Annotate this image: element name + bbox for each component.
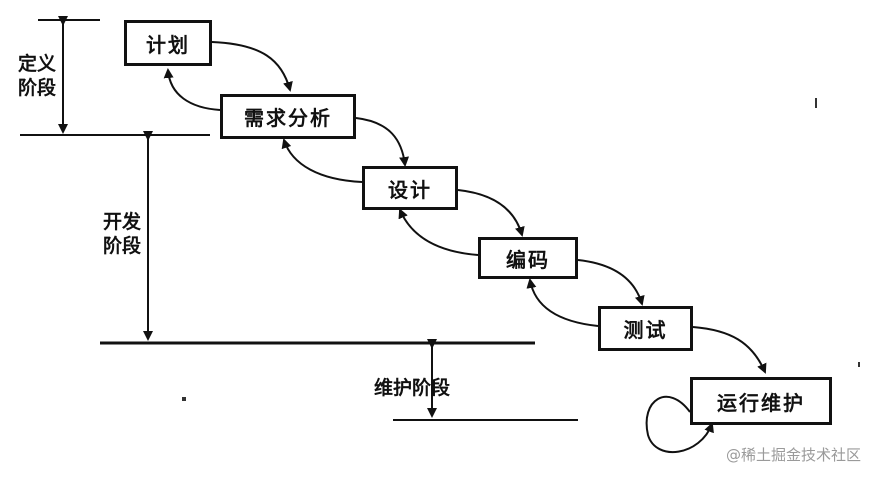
- development-phase-line1: 开发: [103, 211, 142, 233]
- definition-phase-line1: 定义: [18, 53, 57, 75]
- maintenance-phase-label: 维护阶段: [374, 376, 450, 400]
- watermark-text: @稀土掘金技术社区: [725, 446, 861, 464]
- maintenance-phase-text: 维护阶段: [374, 377, 451, 399]
- step-requirements-label: 需求分析: [244, 106, 332, 130]
- step-plan-label: 计划: [146, 32, 190, 57]
- feedback-arrow-2: [281, 138, 363, 183]
- step-requirements: 需求分析: [220, 94, 356, 139]
- feedback-arrow-3: [398, 208, 479, 256]
- scan-mark: [815, 98, 817, 108]
- step-testing: 测试: [598, 306, 693, 351]
- scan-mark: [858, 362, 860, 367]
- step-operation-maintenance: 运行维护: [690, 377, 832, 425]
- forward-arrow-2: [355, 117, 410, 167]
- step-coding: 编码: [478, 237, 578, 279]
- forward-arrow-1: [211, 41, 293, 92]
- forward-arrow-3: [457, 189, 525, 237]
- step-coding-label: 编码: [506, 247, 550, 272]
- development-phase-label: 开发 阶段: [103, 210, 141, 258]
- self-loop-arrow: [645, 395, 714, 454]
- step-plan: 计划: [124, 20, 212, 66]
- step-design: 设计: [362, 166, 458, 210]
- step-operation-maintenance-label: 运行维护: [717, 390, 805, 415]
- forward-arrow-4: [577, 259, 645, 306]
- feedback-arrow-1: [163, 68, 221, 111]
- development-phase-line2: 阶段: [103, 235, 142, 257]
- forward-arrow-5: [692, 326, 767, 374]
- definition-phase-line2: 阶段: [18, 77, 57, 99]
- scan-mark: [182, 397, 186, 401]
- step-testing-label: 测试: [623, 318, 668, 342]
- definition-phase-label: 定义 阶段: [18, 52, 56, 100]
- step-design-label: 设计: [388, 177, 432, 202]
- feedback-arrow-4: [526, 278, 599, 327]
